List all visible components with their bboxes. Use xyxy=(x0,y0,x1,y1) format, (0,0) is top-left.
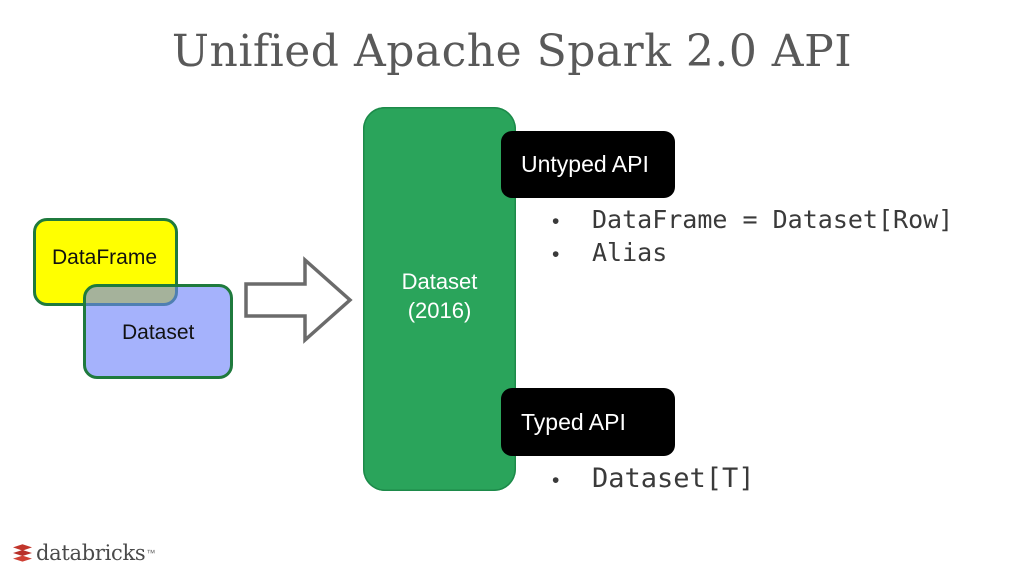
pill-untyped-api[interactable]: Untyped API xyxy=(501,131,675,198)
databricks-logo: databricks ™ xyxy=(12,541,155,565)
pill-typed-api[interactable]: Typed API xyxy=(501,388,675,456)
pill-untyped-api-label: Untyped API xyxy=(521,151,649,177)
bullet-marker-icon: • xyxy=(552,243,560,266)
page-title: Unified Apache Spark 2.0 API xyxy=(171,26,853,77)
databricks-stack-icon xyxy=(12,543,33,563)
list-item: • DataFrame = Dataset[Row] xyxy=(552,203,953,236)
bullet-list-untyped-api: • DataFrame = Dataset[Row] • Alias xyxy=(552,203,953,269)
databricks-wordmark: databricks xyxy=(36,541,146,565)
bullet-text: Alias xyxy=(592,238,668,267)
dataset-block-title: Dataset xyxy=(401,269,478,294)
list-item: • Dataset[T] xyxy=(552,460,755,498)
bullet-list-typed-api: • Dataset[T] xyxy=(552,460,755,498)
venn-label-dataframe: DataFrame xyxy=(52,246,158,269)
pill-typed-api-label: Typed API xyxy=(521,408,626,435)
list-item: • Alias xyxy=(552,236,953,269)
bullet-text: DataFrame = Dataset[Row] xyxy=(592,205,954,234)
dataset-unified-block: Dataset (2016) xyxy=(363,107,516,491)
dataset-block-year: (2016) xyxy=(407,298,472,323)
venn-label-dataset: Dataset xyxy=(122,321,195,344)
bullet-text: Dataset[T] xyxy=(592,463,755,494)
venn-box-dataset: Dataset xyxy=(83,284,233,379)
trademark-icon: ™ xyxy=(146,548,156,558)
dataset-block-text: Dataset (2016) xyxy=(363,267,516,325)
bullet-marker-icon: • xyxy=(552,210,560,233)
bullet-marker-icon: • xyxy=(552,469,560,492)
right-arrow-icon xyxy=(242,254,354,346)
